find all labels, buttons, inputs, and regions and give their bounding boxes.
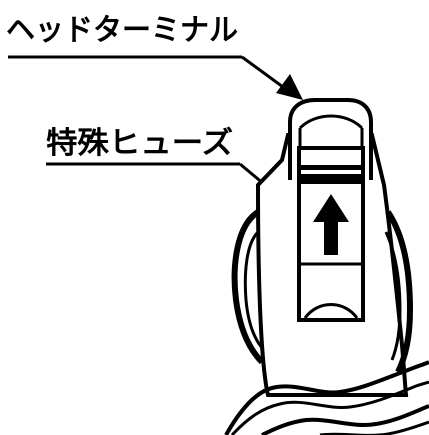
up-arrow-icon	[313, 194, 349, 255]
label-special-fuse: 特殊ヒューズ	[46, 126, 233, 161]
fuse-lower-curve	[303, 303, 359, 319]
head-terminal-cap-curve	[298, 114, 364, 130]
outer-flange-left	[231, 209, 265, 365]
fuse-band-thick	[301, 174, 361, 184]
cable-line-4	[319, 420, 429, 435]
cable-line-1	[224, 360, 429, 435]
outer-flange-right	[385, 210, 414, 374]
inner-flange-right	[384, 231, 402, 361]
fuse-band-top	[301, 165, 361, 170]
inner-flange-left	[243, 230, 264, 349]
cable-line-3	[261, 404, 429, 435]
special-fuse	[297, 146, 365, 322]
arrowhead-head-terminal	[276, 74, 303, 100]
leader-head-terminal	[8, 55, 303, 100]
cable-line-2	[230, 380, 429, 435]
label-head-terminal: ヘッドターミナル	[6, 13, 238, 48]
